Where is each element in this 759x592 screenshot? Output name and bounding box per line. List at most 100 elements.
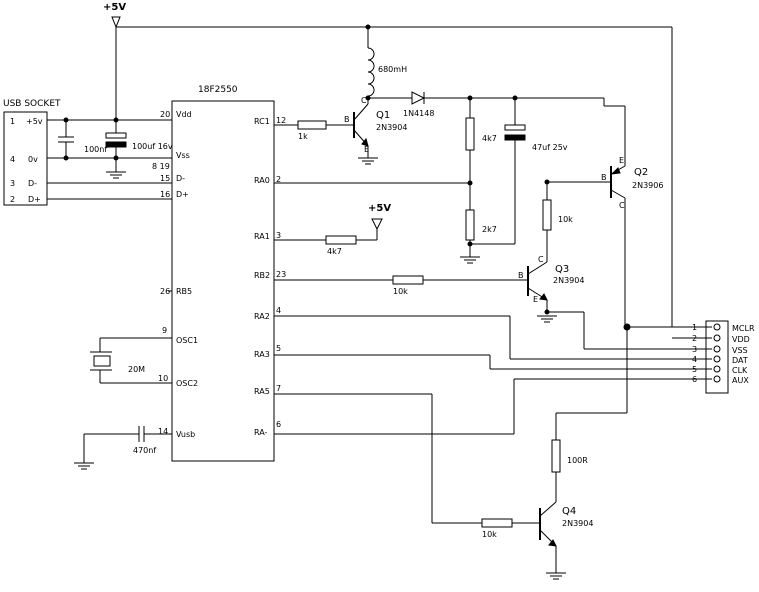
mcu-pin-name: OSC1 bbox=[176, 336, 198, 345]
mcu-pin-name: Vusb bbox=[176, 430, 195, 439]
crystal-label: 20M bbox=[128, 365, 145, 374]
header-pin-name: MCLR bbox=[732, 324, 755, 333]
mcu-pin-name: RB5 bbox=[176, 287, 192, 296]
cap-47uf-label: 47uf 25v bbox=[532, 143, 568, 152]
pin-label: C bbox=[538, 255, 544, 264]
mcu-pin-name: RA2 bbox=[254, 312, 270, 321]
usb-pin-name: +5v bbox=[26, 117, 43, 126]
header-pin-name: DAT bbox=[732, 356, 748, 365]
mcu-pin-num: 9 bbox=[162, 326, 167, 335]
pin-label: B bbox=[601, 173, 607, 182]
r-q3-label: 10k bbox=[393, 287, 408, 296]
boost-divider: 4k7 2k7 47uf 25v bbox=[274, 96, 568, 263]
q4-name: Q4 bbox=[562, 506, 576, 517]
r-q2-label: 10k bbox=[558, 215, 573, 224]
q2-part: 2N3906 bbox=[632, 181, 663, 190]
header-pin-name: AUX bbox=[732, 376, 749, 385]
header-pin-num: 3 bbox=[692, 345, 697, 354]
q3-section: 10k B C E Q3 2N3904 bbox=[274, 255, 712, 349]
crystal-20m: 20M bbox=[90, 338, 172, 383]
mcu-pin-name: D- bbox=[176, 174, 185, 183]
q2-section: B E C Q2 2N3906 10k bbox=[543, 98, 663, 325]
pin-label: E bbox=[619, 156, 624, 165]
pin-label: C bbox=[619, 201, 625, 210]
mcu-name: 18F2550 bbox=[198, 85, 238, 95]
top-supply: +5V bbox=[103, 2, 672, 327]
inductor-coil bbox=[368, 48, 374, 96]
usb-pin-name: D+ bbox=[28, 195, 41, 204]
mcu-pin-num: 5 bbox=[276, 344, 281, 353]
mcu-pin-name: RC1 bbox=[254, 117, 270, 126]
q3-part: 2N3904 bbox=[553, 276, 584, 285]
top-supply-label: +5V bbox=[103, 2, 126, 13]
r-4k7-label: 4k7 bbox=[482, 134, 497, 143]
mcu-pin-num: 7 bbox=[276, 384, 281, 393]
usb-socket-title: USB SOCKET bbox=[3, 99, 61, 109]
header-pin-name: VSS bbox=[732, 346, 748, 355]
cap-470nf: 470nf bbox=[74, 426, 172, 469]
supply-arrow-icon bbox=[112, 17, 120, 27]
usb-pin-name: D- bbox=[28, 179, 37, 188]
mcu-pin-name: D+ bbox=[176, 190, 189, 199]
mcu-pin-name: RA3 bbox=[254, 350, 270, 359]
cap-100nf-label: 100nf bbox=[84, 145, 107, 154]
cap-100uf: 100uf 16v bbox=[106, 120, 173, 178]
mcu-pin-name: RA0 bbox=[254, 176, 270, 185]
r-2k7-label: 2k7 bbox=[482, 225, 497, 234]
mcu-pin-num: 26 bbox=[160, 287, 170, 296]
cap-470nf-label: 470nf bbox=[133, 446, 156, 455]
mcu-pin-num: 20 bbox=[160, 110, 170, 119]
supply-arrow-icon bbox=[372, 219, 382, 229]
pin-label: C bbox=[361, 96, 367, 105]
inductor-label: 680mH bbox=[378, 65, 407, 74]
mcu-pin-num: 4 bbox=[276, 306, 281, 315]
mcu-pin-name: OSC2 bbox=[176, 379, 198, 388]
mcu-pin-num: 2 bbox=[276, 175, 281, 184]
mcu-pin-num: 10 bbox=[158, 374, 168, 383]
mcu-pin-num: 3 bbox=[276, 231, 281, 240]
icsp-header: 1 2 3 4 5 6 MCLR VDD VSS DAT CLK AUX bbox=[692, 321, 755, 393]
mcu-pin-name: RA- bbox=[254, 428, 268, 437]
r-q1-label: 1k bbox=[298, 132, 308, 141]
mcu-pin-num: 14 bbox=[158, 427, 168, 436]
pin-label: B bbox=[518, 271, 524, 280]
diode-icon bbox=[412, 92, 424, 104]
usb-pin-num: 4 bbox=[10, 155, 15, 164]
pin-label: E bbox=[533, 295, 538, 304]
q4-part: 2N3904 bbox=[562, 519, 593, 528]
mcu-pin-num: 16 bbox=[160, 190, 170, 199]
usb-socket: USB SOCKET 1 +5v 4 0v 3 D- 2 D+ bbox=[3, 99, 61, 205]
mcu-pin-num: 15 bbox=[160, 174, 170, 183]
mcu-pin-num: 6 bbox=[276, 420, 281, 429]
q3-name: Q3 bbox=[555, 264, 569, 275]
mcu-pin-name: RA1 bbox=[254, 232, 270, 241]
mcu-pin-name: Vss bbox=[176, 151, 190, 160]
pin-label: E bbox=[364, 145, 369, 154]
pin-label: B bbox=[344, 115, 350, 124]
q1-part: 2N3904 bbox=[376, 123, 407, 132]
usb-pin-name: 0v bbox=[28, 155, 38, 164]
header-wires bbox=[274, 316, 712, 434]
mcu-pin-name: RB2 bbox=[254, 271, 270, 280]
ra1-supply-label: +5V bbox=[368, 203, 391, 214]
mcu-pin-num: 8 19 bbox=[152, 162, 170, 171]
cap-100uf-label: 100uf 16v bbox=[132, 142, 173, 151]
q4-section: 10k Q4 2N3904 100R bbox=[274, 327, 627, 579]
header-pin-name: VDD bbox=[732, 335, 750, 344]
q1-section: 1k B C E Q1 2N3904 680mH 1N4148 bbox=[274, 25, 604, 164]
mcu-pin-name: RA5 bbox=[254, 387, 270, 396]
r-ra1-label: 4k7 bbox=[327, 247, 342, 256]
mcu-pin-name: Vdd bbox=[176, 110, 192, 119]
diode-label: 1N4148 bbox=[403, 109, 434, 118]
usb-pin-num: 3 bbox=[10, 179, 15, 188]
q1-name: Q1 bbox=[376, 110, 390, 121]
header-pin-name: CLK bbox=[732, 366, 748, 375]
q2-name: Q2 bbox=[634, 167, 648, 178]
usb-pin-num: 2 bbox=[10, 195, 15, 204]
usb-pin-num: 1 bbox=[10, 117, 15, 126]
ra1-pullup: 4k7 +5V bbox=[274, 203, 391, 256]
mcu-pin-num: 12 bbox=[276, 116, 286, 125]
cap-100nf: 100nf bbox=[58, 120, 107, 158]
